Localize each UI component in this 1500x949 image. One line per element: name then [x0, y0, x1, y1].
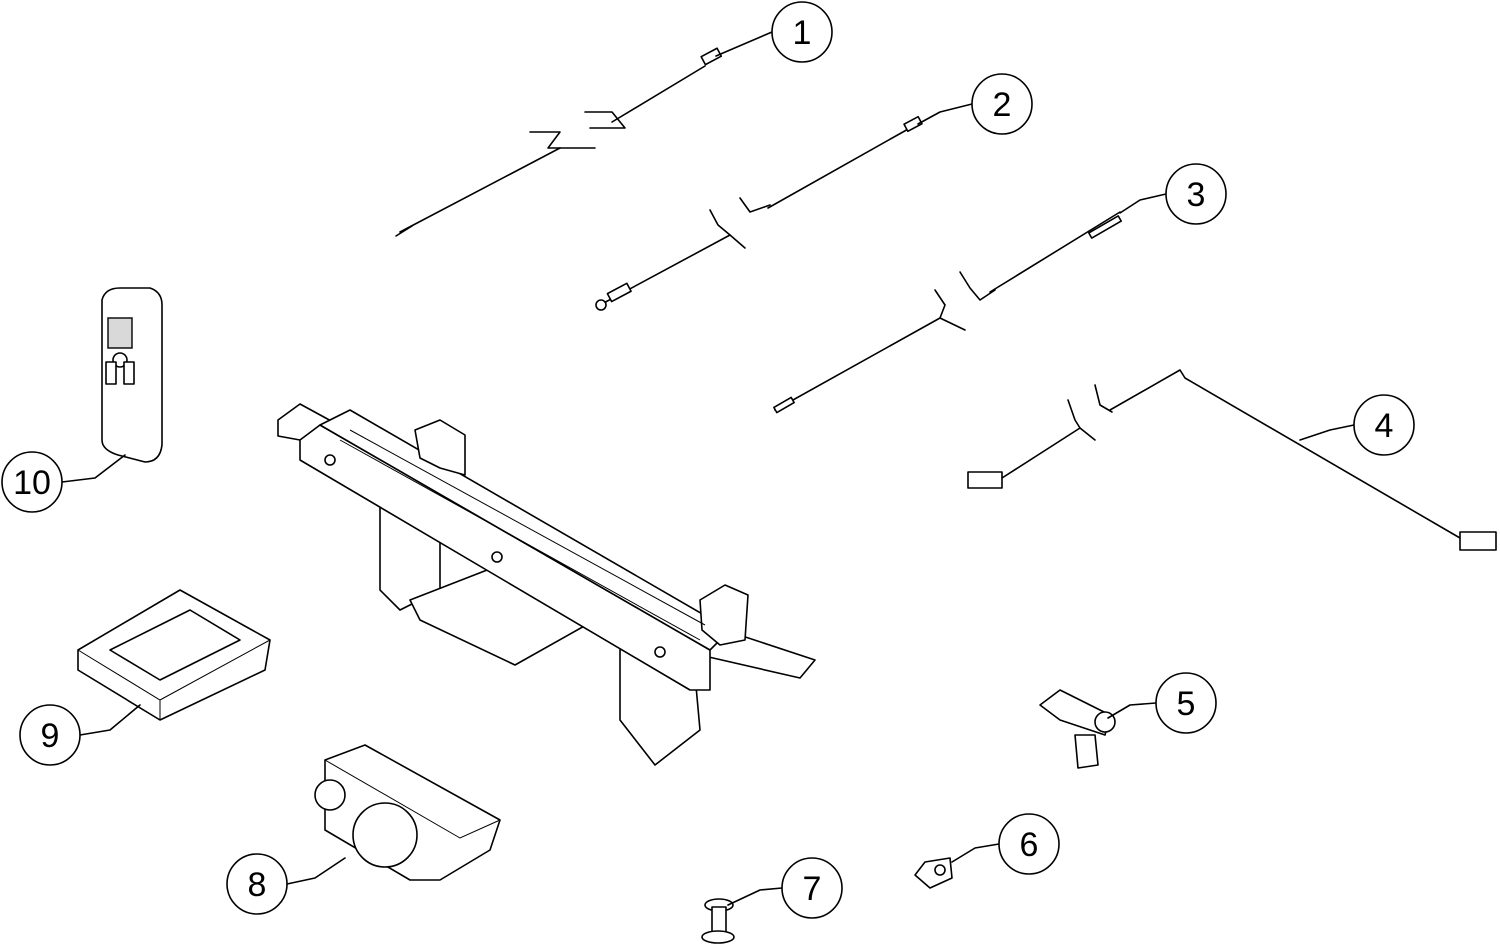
- part-7-fastener: [701, 898, 735, 944]
- part-1-sensor-wire: [395, 47, 723, 237]
- svg-text:8: 8: [248, 866, 267, 904]
- callout-3: 3: [1165, 163, 1227, 225]
- svg-text:4: 4: [1375, 407, 1394, 445]
- svg-text:2: 2: [993, 86, 1012, 124]
- svg-text:9: 9: [41, 717, 60, 755]
- callout-8: 8: [226, 853, 288, 915]
- part-2-sensor-wire: [595, 115, 923, 311]
- part-9-control-module: [77, 589, 271, 721]
- callout-1: 1: [771, 1, 833, 63]
- callout-6: 6: [998, 813, 1060, 875]
- callout-9: 9: [19, 704, 81, 766]
- main-burner-bracket: [277, 403, 816, 766]
- leader-lines: [61, 31, 1355, 906]
- callout-7: 7: [781, 857, 843, 919]
- svg-text:6: 6: [1020, 826, 1039, 864]
- svg-text:7: 7: [803, 870, 822, 908]
- part-4-wire-harness: [967, 369, 1497, 551]
- svg-text:3: 3: [1187, 176, 1206, 214]
- callout-2: 2: [971, 73, 1033, 135]
- callout-4: 4: [1353, 394, 1415, 456]
- svg-text:10: 10: [13, 464, 51, 502]
- part-3-sensor-wire: [773, 211, 1123, 414]
- part-8-gas-valve: [314, 744, 501, 881]
- callout-10: 10: [1, 451, 63, 513]
- part-5-tee-fitting: [1039, 689, 1116, 769]
- svg-text:1: 1: [793, 14, 812, 52]
- svg-text:5: 5: [1177, 685, 1196, 723]
- part-6-fitting: [914, 857, 953, 889]
- callout-5: 5: [1155, 672, 1217, 734]
- part-10-remote-control: [101, 287, 163, 463]
